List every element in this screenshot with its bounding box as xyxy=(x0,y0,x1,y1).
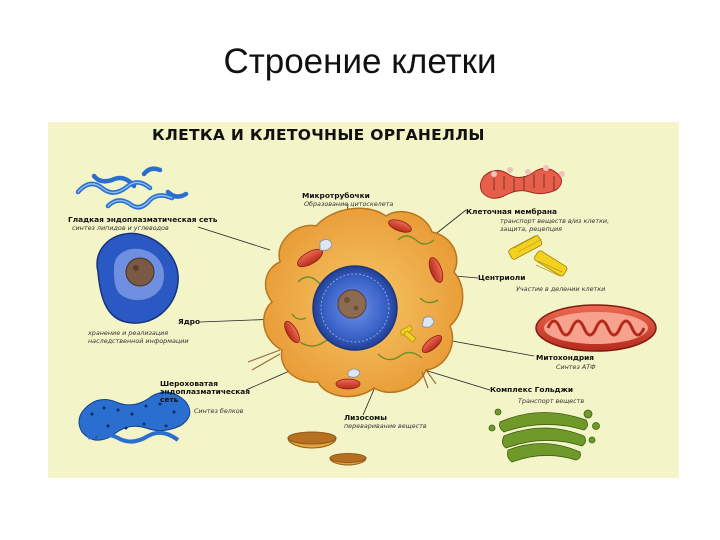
cell-diagram-poster: КЛЕТКА И КЛЕТОЧНЫЕ ОРГАНЕЛЛЫ Гладкая энд… xyxy=(48,122,679,478)
lysosome-illustration xyxy=(288,432,366,465)
centriole-illustration xyxy=(508,235,568,277)
label-golgi: Комплекс Гольджи xyxy=(490,386,573,395)
function-membrane-2: защита, рецепция xyxy=(500,226,562,234)
membrane-illustration xyxy=(480,165,565,198)
function-centrioles: Участие в делении клетки xyxy=(516,286,605,294)
label-membrane: Клеточная мембрана xyxy=(466,208,557,217)
function-smooth-er: синтез липидов и углеводов xyxy=(72,225,169,233)
label-rough-er-3: сеть xyxy=(160,396,178,405)
label-nucleus: Ядро xyxy=(178,318,200,327)
label-mitochondria: Митохондрия xyxy=(536,354,594,363)
golgi-illustration xyxy=(489,409,600,462)
slide-title: Строение клетки xyxy=(0,42,720,82)
function-lysosomes: переваривание веществ xyxy=(344,423,427,431)
mitochondrion-illustration xyxy=(536,305,656,351)
function-nucleus-2: наследственной информации xyxy=(88,338,189,346)
function-rough-er: Синтез белков xyxy=(194,408,243,416)
label-centrioles: Центриоли xyxy=(478,274,525,283)
main-cell xyxy=(248,208,463,396)
function-mitochondria: Синтез АТФ xyxy=(556,364,596,372)
function-golgi: Транспорт веществ xyxy=(518,398,584,406)
nucleus-illustration xyxy=(97,233,178,323)
smooth-er-illustration xyxy=(78,169,186,208)
function-microtubules: Образование цитоскелета xyxy=(304,201,393,209)
poster-title: КЛЕТКА И КЛЕТОЧНЫЕ ОРГАНЕЛЛЫ xyxy=(152,126,485,144)
